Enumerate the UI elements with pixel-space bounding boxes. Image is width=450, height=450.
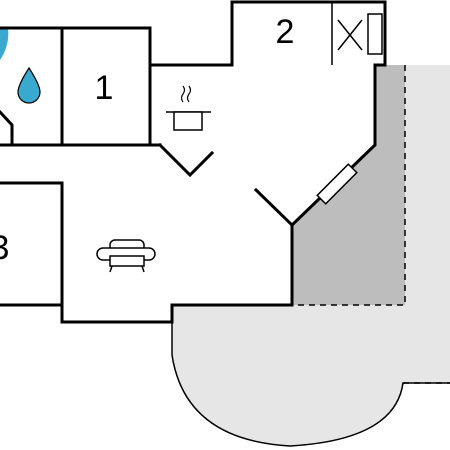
water-drop-icon: [17, 66, 41, 104]
terrace-area: [172, 65, 450, 446]
bathroom-stub: [0, 109, 14, 147]
room-label-3: 3: [0, 229, 9, 267]
sofa-icon: [96, 239, 156, 273]
covered-terrace-dashed-edge: [292, 65, 406, 306]
terrace-outline: [171, 305, 450, 447]
kitchen-angled-wall: [157, 142, 215, 178]
outer-wall: [0, 0, 387, 324]
interior-wall-room3-top: [0, 181, 64, 324]
cooking-pot-icon: [166, 85, 211, 131]
angled-wall-lower: [253, 187, 295, 228]
bathroom-corner: [0, 28, 9, 60]
angled-window-icon: [316, 163, 358, 205]
covered-terrace: [292, 65, 405, 305]
room-label-2: 2: [276, 13, 295, 51]
room-label-1: 1: [95, 69, 114, 107]
window-cross-icon: [331, 2, 383, 65]
